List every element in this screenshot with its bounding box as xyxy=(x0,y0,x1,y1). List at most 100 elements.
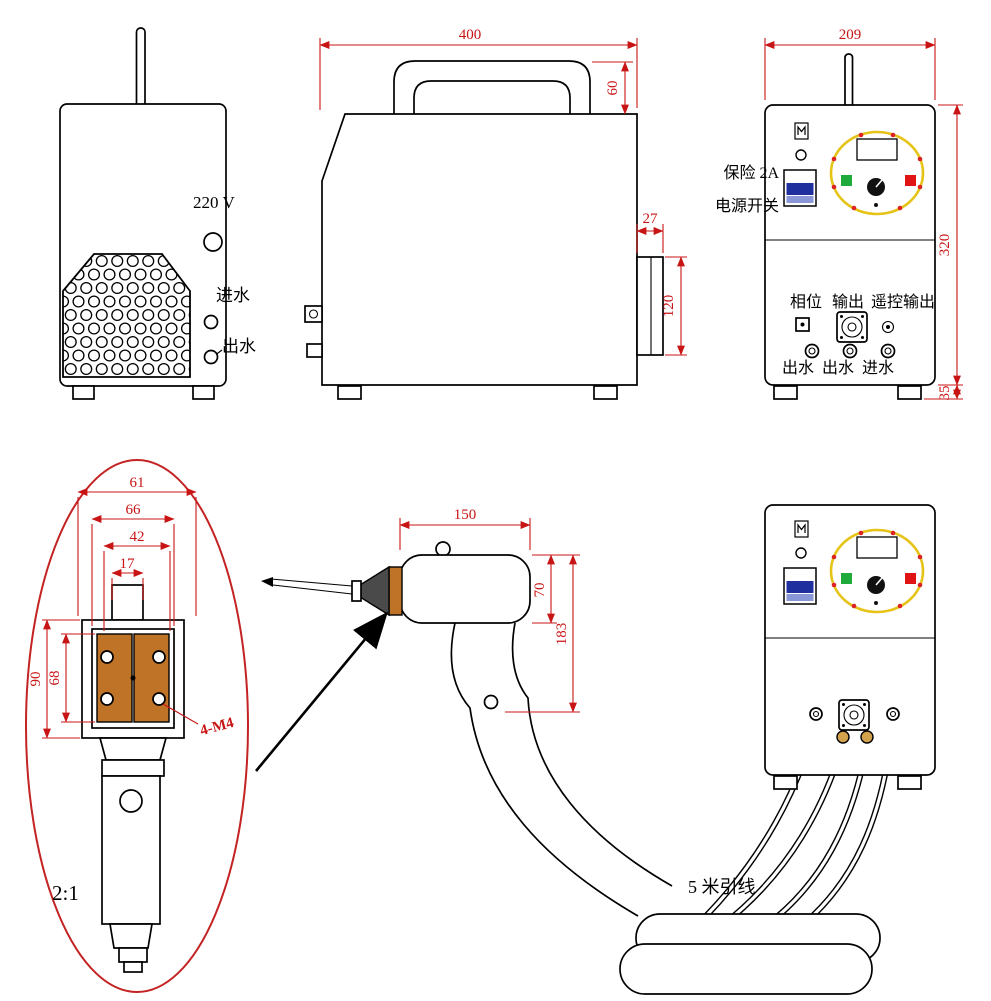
screw-hole xyxy=(100,650,114,664)
handle-hole xyxy=(119,789,143,813)
hanger-ring xyxy=(435,541,451,557)
side-connector-small xyxy=(306,343,323,358)
machine-body xyxy=(321,113,638,386)
screw-hole xyxy=(100,692,114,706)
dim-17-label: 17 xyxy=(120,556,136,572)
back-view: 220 V 进水 出水 xyxy=(59,27,256,400)
dim-183-label: 183 xyxy=(554,623,570,646)
side-view: 400 60 27 120 xyxy=(304,27,687,400)
scale-label: 2:1 xyxy=(52,881,79,905)
water-out-label-2: 出水 xyxy=(822,359,854,377)
dim-209-label: 209 xyxy=(839,27,862,43)
foot xyxy=(897,775,922,790)
remote-connector xyxy=(881,320,895,334)
dim-120-label: 120 xyxy=(661,295,677,318)
shaft-end xyxy=(118,947,148,963)
dimension-150: 150 xyxy=(399,507,531,550)
collar xyxy=(101,759,165,777)
power-switch-label: 电源开关 xyxy=(715,197,779,215)
foot xyxy=(773,385,798,400)
water-ports xyxy=(804,343,896,359)
electrode-tip-block xyxy=(111,584,144,621)
water-out-label-1: 出水 xyxy=(782,359,814,377)
dimension-320: 320 xyxy=(937,104,963,386)
dimension-61: 61 xyxy=(77,475,197,616)
front-view: 保险 2A 电源开关 相位 输出 遥控输出 出水 出水 进水 xyxy=(715,27,963,401)
remote-output-label: 遥控输出 xyxy=(871,293,935,311)
shaft-taper xyxy=(108,923,154,949)
pointer-arrow xyxy=(254,611,388,772)
side-tab xyxy=(636,256,664,356)
water-in-port xyxy=(203,314,219,330)
dimension-17: 17 xyxy=(111,556,144,600)
thread-label: 4-M4 xyxy=(198,715,236,739)
dim-90-label: 90 xyxy=(28,672,44,687)
dim-150-label: 150 xyxy=(454,507,477,523)
machine-body xyxy=(764,504,936,776)
foot xyxy=(337,385,362,400)
grip-front-edge xyxy=(450,622,639,917)
voltage-label: 220 V xyxy=(193,193,235,212)
dimension-35: 35 xyxy=(924,384,963,401)
dimension-400: 400 xyxy=(319,27,638,110)
contact-pad-right xyxy=(133,633,170,723)
foot xyxy=(773,775,798,790)
phase-connector xyxy=(795,317,810,332)
grip-ring xyxy=(483,694,499,710)
cable-coil xyxy=(619,913,881,995)
grip-back-edge xyxy=(511,622,673,887)
water-out-port xyxy=(203,349,219,365)
tip-collar xyxy=(388,566,403,616)
dim-400-label: 400 xyxy=(459,27,482,43)
antenna xyxy=(135,27,146,109)
contact-pad-left xyxy=(96,633,133,723)
detail-circle xyxy=(25,459,249,993)
neck xyxy=(98,737,168,761)
center-mark xyxy=(130,675,136,681)
foot xyxy=(897,385,922,400)
ventilation-grille xyxy=(62,253,191,378)
side-connector xyxy=(304,305,323,323)
foot xyxy=(593,385,618,400)
power-socket xyxy=(203,232,223,252)
dimension-120: 120 xyxy=(661,256,687,356)
screw-hole xyxy=(152,650,166,664)
screw-hole xyxy=(152,692,166,706)
antenna xyxy=(844,53,854,110)
dimension-66: 66 xyxy=(91,502,175,626)
detail-view: 61 66 42 17 90 68 4-M4 xyxy=(25,459,249,993)
electrode-needle xyxy=(270,578,353,587)
gun-body xyxy=(399,554,531,624)
needle-point xyxy=(261,577,273,587)
dimension-70: 70 xyxy=(532,554,580,624)
dim-320-label: 320 xyxy=(937,234,953,257)
dim-60-label: 60 xyxy=(605,81,621,96)
dim-35-label: 35 xyxy=(937,386,953,401)
dimension-42: 42 xyxy=(103,529,171,631)
water-out-label: 出水 xyxy=(222,337,256,356)
coil-loop xyxy=(619,943,873,995)
phase-label: 相位 xyxy=(790,293,822,311)
foot xyxy=(72,385,95,400)
dimension-90: 90 xyxy=(28,619,80,739)
dim-27-label: 27 xyxy=(643,211,659,227)
fuse-label: 保险 2A xyxy=(723,164,779,182)
foot xyxy=(192,385,215,400)
water-in-label: 进水 xyxy=(216,286,250,305)
shaft-tip xyxy=(123,961,143,973)
dim-66-label: 66 xyxy=(126,502,142,518)
machine-small-view xyxy=(764,504,936,790)
cable-lugs xyxy=(809,707,900,744)
dimension-27: 27 xyxy=(636,211,664,253)
carry-handle-inner xyxy=(413,80,571,114)
tip-cone xyxy=(359,565,390,617)
output-connector xyxy=(836,311,868,343)
electrode-holder xyxy=(351,580,362,602)
dim-42-label: 42 xyxy=(130,529,145,545)
output-label: 输出 xyxy=(832,293,864,311)
electrode-needle xyxy=(272,584,353,595)
water-in-label: 进水 xyxy=(862,359,894,377)
lead-wire-label: 5 米引线 xyxy=(688,877,756,897)
